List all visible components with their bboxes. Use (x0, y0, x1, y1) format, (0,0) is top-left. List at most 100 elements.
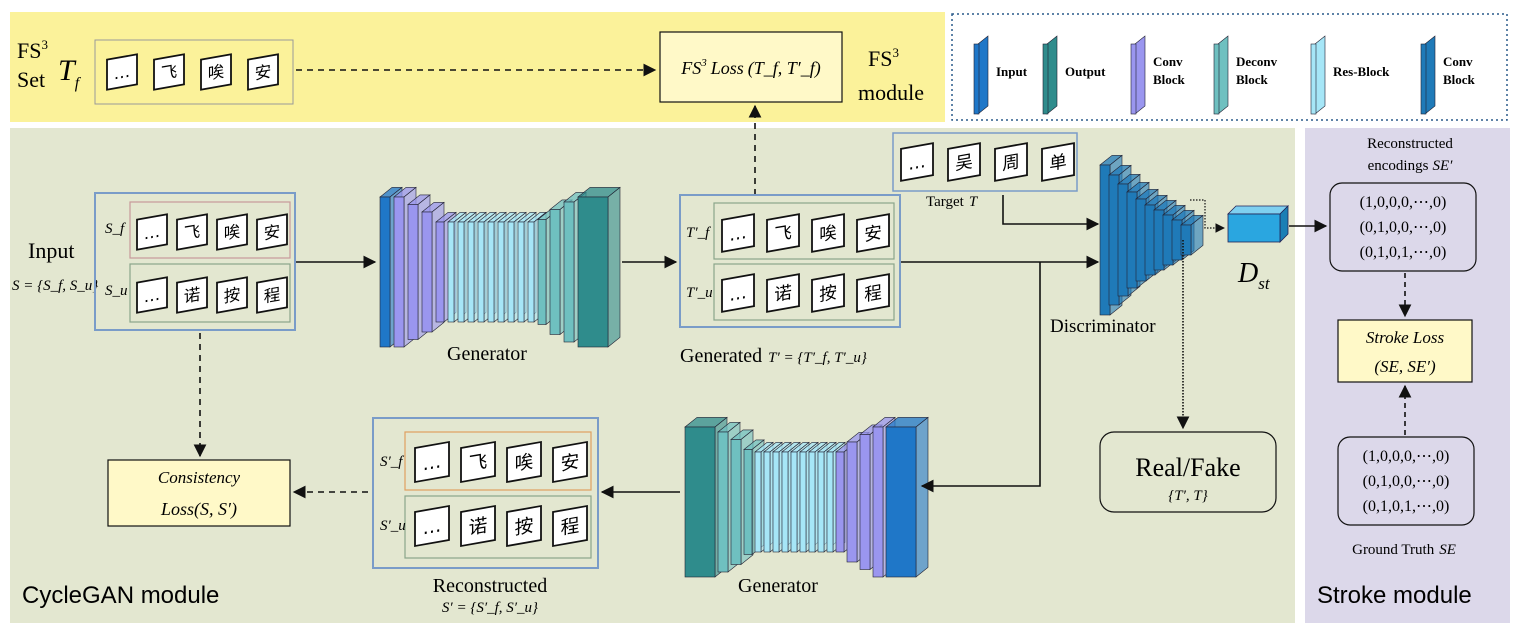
arrow-target-to-discriminator (1002, 195, 1100, 231)
recon-su-char-0-glyph: … (423, 515, 442, 539)
target-char-1-glyph: 吴 (955, 152, 973, 175)
legend-label-0: Input (996, 64, 1028, 79)
encoding-pred-row-2: (0,1,0,1,⋯,0) (1360, 244, 1447, 261)
target-char-0: … (900, 142, 934, 182)
input-su-char-0: … (136, 276, 168, 314)
input-frame (94, 192, 296, 331)
input-su-frame (129, 263, 291, 323)
recon-sf-char-3-glyph: 安 (561, 450, 580, 475)
generated-tf-char-0-glyph: … (729, 223, 747, 246)
arrow-discriminator-to-dst (1190, 199, 1225, 233)
stroke-loss-line2: (SE, SE′) (1374, 357, 1436, 376)
recon-sf-char-2-glyph: 唉 (515, 450, 534, 475)
generator-bottom-label: Generator (738, 575, 818, 597)
fs3-set-char-1-glyph: 飞 (161, 62, 177, 84)
input-su-char-3-glyph: 程 (264, 285, 280, 307)
cyclegan-module-label: CycleGAN module (22, 582, 219, 609)
encoding-gt-row-1: (0,1,0,0,⋯,0) (1363, 473, 1450, 490)
discriminator (1099, 154, 1204, 316)
generated-tu-char-1: 诺 (766, 273, 800, 313)
recon-sf-char-1-glyph: 飞 (469, 451, 488, 475)
consistency-line1: Consistency (158, 468, 241, 487)
recon-su-char-3-glyph: 程 (561, 514, 580, 539)
reconstructed-su-label: S′_u (380, 518, 406, 534)
generated-tf-char-1: 飞 (766, 213, 800, 253)
generator-top (379, 186, 621, 348)
generated-tf-char-0: … (721, 213, 755, 253)
fs3-set-frame (94, 39, 294, 105)
encoding-pred-row-1: (0,1,0,0,⋯,0) (1360, 219, 1447, 236)
target-char-2-glyph: 周 (1002, 152, 1020, 175)
generator-bottom (684, 416, 929, 578)
reconstructed-sf-label: S′_f (380, 454, 404, 470)
input-su-char-2: 按 (216, 276, 248, 314)
recon-su-char-3: 程 (552, 504, 588, 548)
target-char-1: 吴 (947, 142, 981, 182)
input-sf-char-0: … (136, 213, 168, 251)
generated-tf-char-1-glyph: 飞 (774, 223, 792, 246)
target-char-2: 周 (994, 142, 1028, 182)
stroke-module-label: Stroke module (1317, 582, 1472, 609)
generated-tu-char-0-glyph: … (729, 283, 747, 306)
recon-su-char-1-glyph: 诺 (469, 514, 488, 539)
input-sf-char-1-glyph: 飞 (184, 222, 200, 244)
generated-tu-char-3-glyph: 程 (864, 282, 882, 306)
input-su-char-3: 程 (256, 276, 288, 314)
encoding-gt-row-0: (1,0,0,0,⋯,0) (1363, 448, 1450, 465)
generated-tf-char-2: 唉 (811, 213, 845, 253)
input-su-char-1: 诺 (176, 276, 208, 314)
generated-tf-label: T′_f (686, 225, 711, 241)
generated-tf-char-2-glyph: 唉 (819, 222, 837, 246)
input-sf-char-0-glyph: … (144, 222, 160, 244)
reconstructed-frame (372, 417, 599, 569)
input-sf-label: S_f (105, 221, 126, 237)
stroke-loss-box (1337, 319, 1473, 383)
input-su-char-0-glyph: … (144, 285, 160, 307)
discriminator-label: Discriminator (1050, 316, 1156, 337)
reconstructed-formula: S′ = {S′_f, S′_u} (442, 600, 538, 616)
recon-encodings-label-1: Reconstructed (1367, 136, 1453, 152)
d-st-label: Dst (1237, 258, 1271, 293)
generated-tu-label: T′_u (686, 285, 713, 301)
recon-encodings-box (1329, 182, 1477, 272)
cyclegan-region (10, 128, 1295, 623)
legend-label-4: Res-Block (1333, 64, 1390, 79)
input-sf-char-2: 唉 (216, 213, 248, 251)
realfake-box (1099, 431, 1277, 513)
encoding-gt-row-2: (0,1,0,1,⋯,0) (1363, 498, 1450, 515)
input-su-label: S_u (105, 283, 128, 299)
recon-sf-char-3: 安 (552, 440, 588, 484)
consistency-line2: Loss(S, S′) (160, 499, 237, 520)
fs3-set-char-3: 安 (247, 53, 279, 91)
recon-su-char-2-glyph: 按 (515, 514, 534, 539)
generated-tu-char-3: 程 (856, 273, 890, 313)
recon-su-char-0: … (414, 504, 450, 548)
res-block-icon (1310, 35, 1326, 115)
fs3-set-char-2-glyph: 唉 (208, 62, 225, 84)
generated-tf-frame (713, 202, 895, 260)
input-sf-char-2-glyph: 唉 (224, 222, 241, 244)
fs3-set-char-2: 唉 (200, 53, 232, 91)
target-char-3: 单 (1041, 142, 1075, 182)
fs3-module-label-fs: FS3 (868, 45, 899, 71)
gen-bottom-layer-17 (885, 416, 929, 578)
stroke-loss-line1: Stroke Loss (1366, 328, 1445, 347)
output-block-icon (1042, 35, 1058, 115)
input-block-icon (973, 35, 989, 115)
realfake-formula: {T′, T} (1168, 488, 1207, 504)
gt-encodings-box (1337, 436, 1475, 526)
conv-block-icon (1130, 35, 1146, 115)
fs3-loss-box (659, 31, 843, 103)
target-char-3-glyph: 单 (1049, 151, 1067, 175)
recon-sf-char-0: … (414, 440, 450, 484)
reconstructed-su-frame (404, 495, 592, 559)
input-sf-frame (129, 201, 291, 259)
input-sf-char-3: 安 (256, 213, 288, 251)
